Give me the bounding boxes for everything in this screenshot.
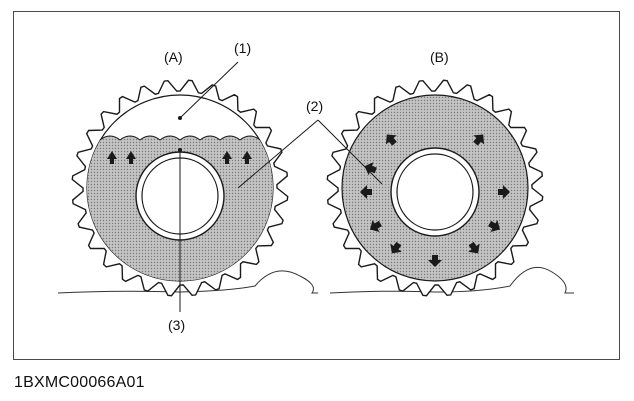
leader-line-1 [179,61,239,119]
arrow-outward-icon [364,162,377,176]
leader-dot-3 [178,148,182,152]
callout-1: (1) [234,40,251,56]
arrow-outward-icon [468,241,480,254]
arrow-outward-icon [428,255,442,267]
tire-b [326,79,544,297]
arrow-outward-icon [473,134,485,146]
arrow-up-icon [107,151,117,164]
tire-b-label: (B) [430,49,449,65]
arrow-up-icon [242,151,252,164]
arrow-outward-icon [370,219,382,233]
arrow-outward-icon [385,134,397,146]
leader-dot-1 [178,116,182,120]
leader-line-2a [237,119,319,189]
tire-a-label: (A) [164,49,183,65]
tire-b-rim-inner [396,153,474,231]
leader-line-2b [317,119,383,185]
arrow-outward-icon [488,219,500,233]
ground-left [57,270,318,294]
figure-code: 1BXMC00066A01 [14,374,145,391]
arrow-outward-icon [360,185,372,199]
callout-3: (3) [168,317,185,333]
figure-frame [13,11,620,360]
arrow-outward-icon [498,185,510,199]
callout-2: (2) [306,98,323,114]
arrow-outward-icon [390,241,402,254]
ground-right [329,266,574,294]
arrow-up-icon [222,151,232,164]
arrow-up-icon [126,151,136,164]
